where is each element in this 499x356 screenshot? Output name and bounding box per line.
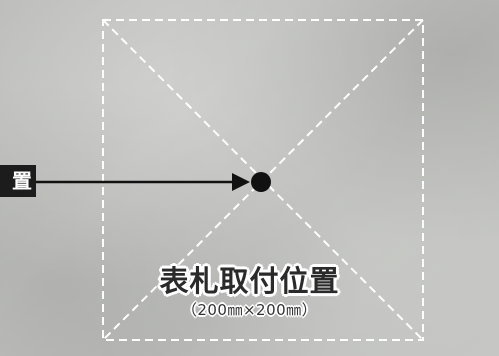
arrowhead-icon xyxy=(232,173,250,191)
callout-label-text: 置 xyxy=(12,169,32,193)
callout-label: 置 xyxy=(0,165,36,197)
center-point-marker xyxy=(251,172,271,192)
plate-position-title: 表札取付位置 xyxy=(159,264,340,298)
plate-size-text: （200㎜×200㎜） xyxy=(181,301,318,319)
plate-area-dashed-outline xyxy=(102,19,424,341)
